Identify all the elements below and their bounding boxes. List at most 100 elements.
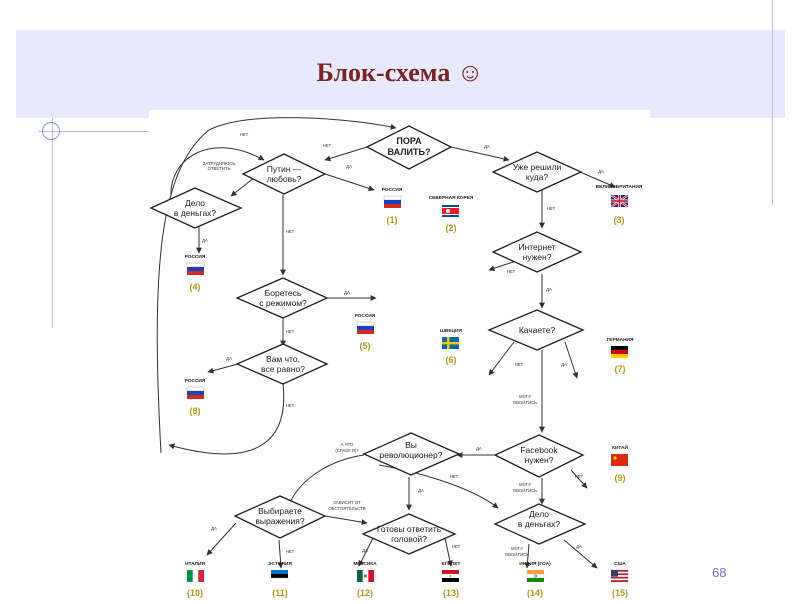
edge-label: ДА xyxy=(346,164,352,169)
node-label: куда? xyxy=(526,172,548,182)
node-label: Вам что, xyxy=(266,354,300,364)
outcome-13: ЕГИПЕТ (13) xyxy=(442,561,461,598)
edge-delo2-india xyxy=(524,543,531,569)
edge-delo-loop xyxy=(170,147,265,197)
country-label: ЕГИПЕТ xyxy=(442,561,461,567)
node-label: в деньгах? xyxy=(518,519,561,529)
edge-label: НЕТ xyxy=(286,229,295,234)
edge-label: НЕТ xyxy=(452,544,461,549)
outcome-2: СЕВЕРНАЯ КОРЕЯ (2) xyxy=(429,195,474,233)
country-label: РОССИЯ xyxy=(185,378,206,384)
edge-pora-uzhe xyxy=(450,146,510,162)
node-label: Facebook xyxy=(520,445,558,455)
edge-vamchto-russia8 xyxy=(207,363,239,374)
edge-gotovy-egypt xyxy=(444,537,453,567)
country-label: ВЕЛИКОБРИТАНИЯ xyxy=(596,184,643,190)
node-label: Путин — xyxy=(267,164,302,174)
outcome-number: (6) xyxy=(446,355,457,365)
outcome-number: (5) xyxy=(360,341,371,351)
edge-putin-russia xyxy=(324,173,375,192)
decision-facebook xyxy=(493,434,585,478)
edge-vybiraete-estonia xyxy=(277,539,284,569)
outcome-15: США (15) xyxy=(610,561,629,598)
sweden-flag-icon xyxy=(442,337,459,349)
country-label: ГЕРМАНИЯ xyxy=(607,337,634,343)
edge-label: ЗАТРУДНЯЮСЬ xyxy=(203,161,236,166)
edge-vybiraete-gotovy xyxy=(324,515,368,526)
edge-label: ЗАВИСИТ ОТ xyxy=(333,500,361,505)
outcome-6: ШВЕЦИЯ (6) xyxy=(440,328,462,365)
russia-flag-icon xyxy=(383,195,402,208)
node-label: выражения? xyxy=(255,516,305,526)
outcome-1: РОССИЯ (1) xyxy=(382,187,403,225)
country-label: КИТАЙ xyxy=(612,443,628,451)
node-label: Вы xyxy=(405,440,417,450)
node-label: все равно? xyxy=(261,364,305,374)
node-label: нужен? xyxy=(525,455,554,465)
outcome-number: (15) xyxy=(612,588,628,598)
india-flag-icon xyxy=(526,570,545,582)
edge-gotovy-mexico xyxy=(358,537,374,567)
country-label: РОССИЯ xyxy=(185,254,206,260)
outcome-5: РОССИЯ (5) xyxy=(355,313,376,351)
outcome-number: (3) xyxy=(614,215,625,225)
edge-kachaete-net xyxy=(488,341,515,376)
decision-pora xyxy=(365,125,453,170)
decision-vybiraete xyxy=(233,495,327,539)
outcome-number: (1) xyxy=(387,215,398,225)
outcome-number: (10) xyxy=(187,588,203,598)
edge-label: ДА xyxy=(202,238,208,243)
edge-label: НЕТ xyxy=(547,206,556,211)
edge-uzhe-uk xyxy=(579,171,616,188)
estonia-flag-icon xyxy=(270,570,289,583)
edge-vybiraete-italy xyxy=(206,522,237,556)
edge-label: НЕТ xyxy=(286,549,295,554)
edge-vamchto-loop xyxy=(168,383,285,455)
edge-label: А ЧТО xyxy=(341,442,354,447)
outcome-number: (14) xyxy=(527,588,543,598)
edge-pora-putin xyxy=(324,146,368,162)
decision-internet xyxy=(491,231,583,273)
outcome-10: ИТАЛИЯ (10) xyxy=(185,561,205,598)
decision-delo2 xyxy=(493,503,587,545)
node-label: нужен? xyxy=(523,252,552,262)
outcome-number: (12) xyxy=(357,588,373,598)
edge-label: МОГУ xyxy=(519,482,531,487)
outcome-number: (8) xyxy=(190,406,201,416)
outcome-number: (4) xyxy=(190,282,201,292)
decor-circle-icon xyxy=(42,122,60,140)
edge-label: ОБОЙТИСЬ xyxy=(505,552,529,557)
outcome-number: (7) xyxy=(615,364,626,374)
decision-vamchto xyxy=(235,343,329,385)
decor-line-right xyxy=(772,0,773,205)
edge-label: НЕТ xyxy=(240,132,249,137)
outcome-9: КИТАЙ (9) xyxy=(611,443,629,483)
country-label: РОССИЯ xyxy=(355,313,376,319)
country-label: США xyxy=(614,561,626,567)
edge-label: ДА xyxy=(598,169,604,174)
edge-label: ДА xyxy=(211,526,217,531)
country-label: ИНДИЯ (ГОА) xyxy=(519,561,551,567)
edge-label: НЕТ xyxy=(575,474,584,479)
edge-revol-vybiraete xyxy=(288,454,365,506)
slide-title: Блок-схема ☺ xyxy=(316,58,484,87)
outcome-14: ИНДИЯ (ГОА) (14) xyxy=(519,561,551,598)
outcome-8: РОССИЯ (8) xyxy=(185,378,206,416)
country-label: РОССИЯ xyxy=(382,187,403,193)
edge-label: ОТВЕТИТЬ xyxy=(208,166,231,171)
country-label: ШВЕЦИЯ xyxy=(440,328,462,334)
node-label: головой? xyxy=(391,534,427,544)
edge-label: НЕТ xyxy=(286,329,295,334)
node-label: любовь? xyxy=(267,174,302,184)
flowchart: ПОРА ВАЛИТЬ? Путин — любовь? Дело в день… xyxy=(149,117,643,598)
outcome-number: (9) xyxy=(615,473,626,483)
edge-label: (СРАЗУ Я)? xyxy=(335,448,359,453)
node-label: ПОРА xyxy=(396,136,422,146)
edge-label: МОГУ xyxy=(511,546,523,551)
node-label: Выбираете xyxy=(258,506,302,516)
usa-flag-icon xyxy=(610,569,629,583)
mexico-flag-icon xyxy=(357,569,375,583)
node-label: Готовы ответить xyxy=(377,524,442,534)
node-label: в деньгах? xyxy=(174,208,217,218)
china-flag-icon xyxy=(611,454,628,466)
